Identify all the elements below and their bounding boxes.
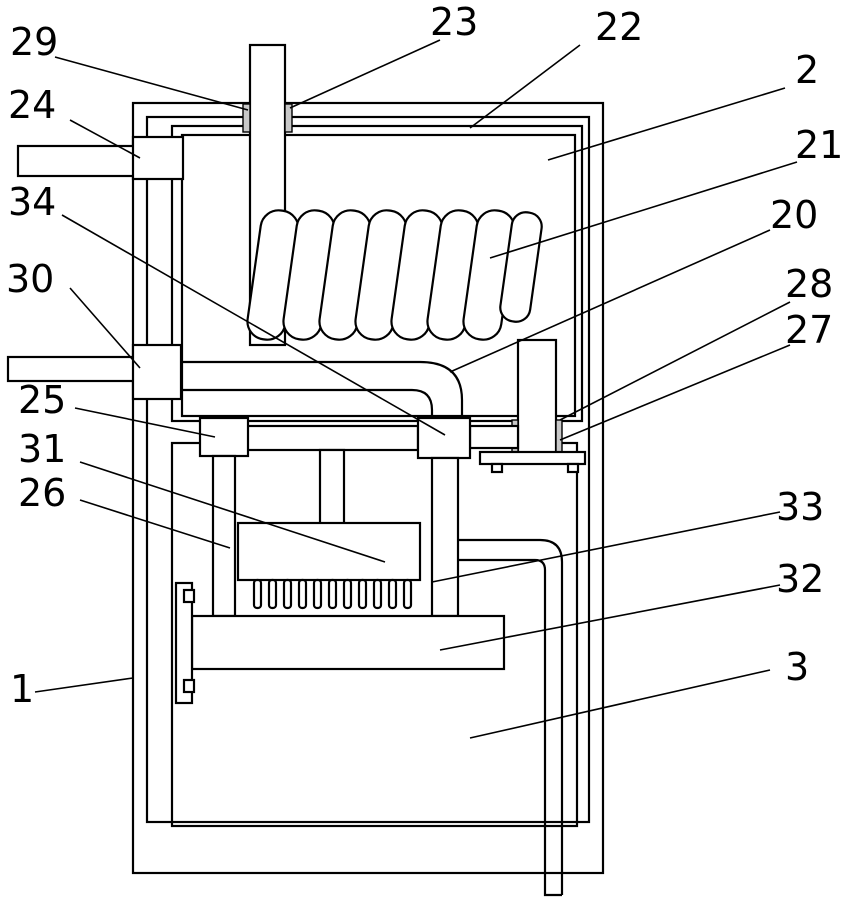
support-right xyxy=(432,458,458,616)
label-22: 22 xyxy=(595,5,643,49)
right-bar xyxy=(470,426,518,448)
wall-bolt-bottom xyxy=(184,680,194,692)
label-2: 2 xyxy=(795,48,819,92)
connector-24 xyxy=(133,137,183,179)
coil-outlet-pipe xyxy=(518,340,556,455)
label-20: 20 xyxy=(770,193,818,237)
label-34: 34 xyxy=(8,180,56,224)
label-28: 28 xyxy=(785,262,833,306)
label-27: 27 xyxy=(785,308,833,352)
label-24: 24 xyxy=(8,83,56,127)
label-23: 23 xyxy=(430,0,478,44)
label-31: 31 xyxy=(18,427,66,471)
bracket-bolt-left xyxy=(492,464,502,472)
label-1: 1 xyxy=(10,667,34,711)
label-29: 29 xyxy=(10,20,58,64)
bottom-bar xyxy=(246,426,418,450)
heating-coil xyxy=(245,208,543,342)
seal-ring-27 xyxy=(556,420,562,452)
side-pipe-24 xyxy=(18,146,136,176)
support-center xyxy=(320,450,344,525)
label-3: 3 xyxy=(785,645,809,689)
pipe-33-outer xyxy=(458,540,562,895)
support-26-left xyxy=(213,456,235,616)
bracket-plate xyxy=(480,452,585,464)
heater-fins xyxy=(254,580,411,608)
connector-25 xyxy=(200,418,248,456)
platform-32 xyxy=(192,616,504,669)
label-26: 26 xyxy=(18,471,66,515)
label-21: 21 xyxy=(795,123,843,167)
connector-30 xyxy=(133,345,181,399)
label-30: 30 xyxy=(6,257,54,301)
label-32: 32 xyxy=(776,557,824,601)
bracket-bolt-right xyxy=(568,464,578,472)
wall-bolt-top xyxy=(184,590,194,602)
label-25: 25 xyxy=(18,378,66,422)
label-33: 33 xyxy=(776,485,824,529)
heater-box xyxy=(238,523,420,580)
pipe-33-inner xyxy=(458,560,562,895)
